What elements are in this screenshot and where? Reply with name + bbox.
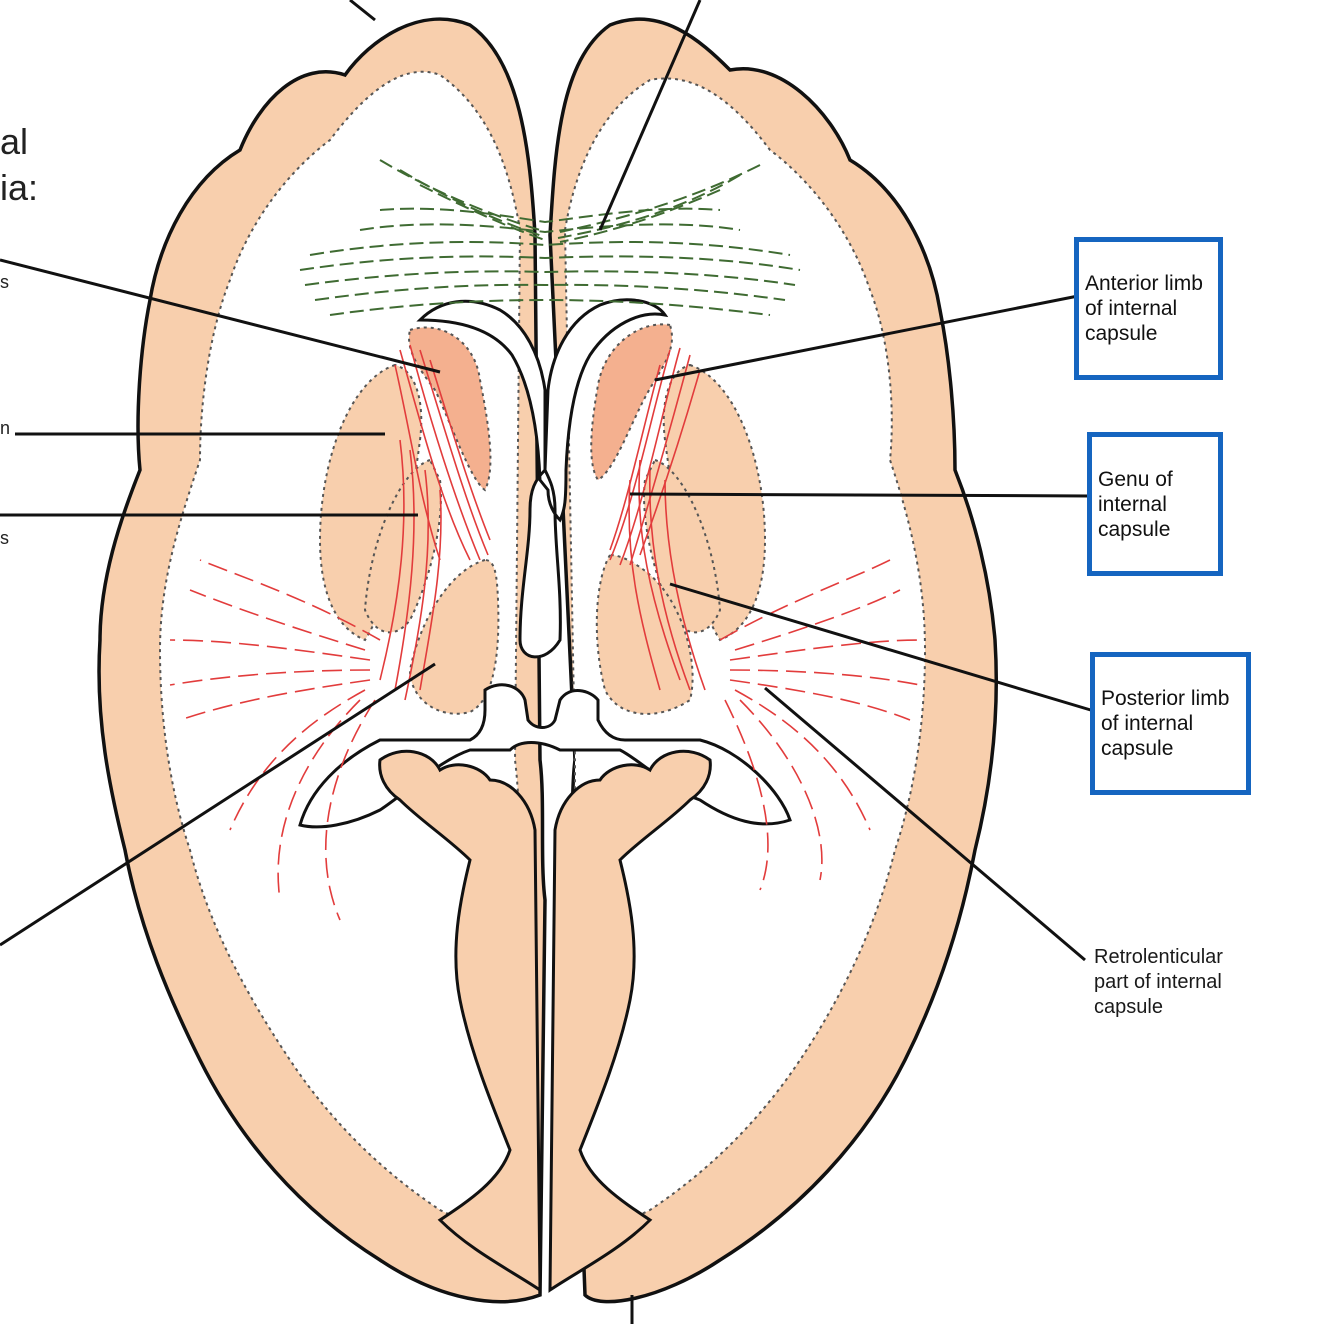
- leader-top-right: [598, 0, 702, 231]
- cutoff-text-top: s: [0, 272, 9, 292]
- internal-capsule-fibers: [169, 344, 921, 921]
- label-retrolenticular: Retrolenticular part of internal capsule: [1094, 946, 1223, 1018]
- ventricular-system: [416, 298, 669, 659]
- leader-left-1: [0, 258, 441, 374]
- label-posterior-limb-text: Posterior limb of internal capsule: [1101, 687, 1230, 760]
- leader-lines: [0, 0, 1095, 1324]
- leader-posterior-limb: [669, 582, 1095, 713]
- label-genu-text: Genu of internal capsule: [1098, 467, 1173, 541]
- cutoff-text-line2: ia:: [0, 167, 39, 208]
- left-thalamus: [408, 558, 500, 715]
- left-occipital-cortex: [378, 749, 542, 1293]
- label-anterior-limb: Anterior limb of internal capsule: [1074, 237, 1223, 380]
- leader-genu: [629, 492, 1091, 498]
- cutoff-text-line1: al: [0, 121, 29, 162]
- label-anterior-limb-text: Anterior limb of internal capsule: [1085, 272, 1203, 345]
- leader-top-left: [349, 0, 376, 22]
- cutoff-text-mid1: n: [0, 418, 11, 438]
- label-genu: Genu of internal capsule: [1087, 432, 1223, 576]
- corpus-callosum-fibers: [299, 159, 801, 316]
- leader-anterior-limb: [654, 294, 1079, 382]
- cutoff-text-mid2: s: [0, 528, 9, 548]
- right-occipital-cortex: [548, 749, 712, 1293]
- leader-retrolenticular: [764, 686, 1086, 962]
- label-posterior-limb: Posterior limb of internal capsule: [1090, 652, 1251, 795]
- leader-left-4: [0, 662, 436, 947]
